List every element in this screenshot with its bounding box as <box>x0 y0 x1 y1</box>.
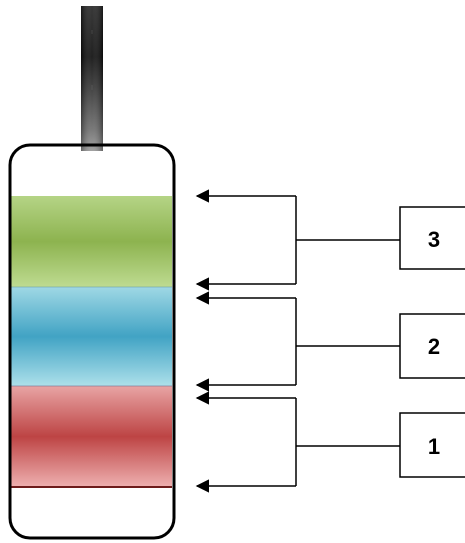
label-box-3: 3 <box>399 206 465 270</box>
layer-top <box>11 196 172 287</box>
label-1: 1 <box>428 434 440 459</box>
layer-bottom <box>11 386 172 487</box>
label-2: 2 <box>428 334 440 359</box>
label-box-2: 2 <box>399 313 465 379</box>
layer-middle <box>11 287 172 386</box>
label-box-1: 1 <box>399 412 465 478</box>
container-icon <box>8 143 176 540</box>
bracket-1 <box>195 391 400 493</box>
bracket-2 <box>195 291 400 392</box>
handle-icon <box>81 6 103 151</box>
bracket-3 <box>195 189 400 291</box>
label-3: 3 <box>428 227 440 252</box>
